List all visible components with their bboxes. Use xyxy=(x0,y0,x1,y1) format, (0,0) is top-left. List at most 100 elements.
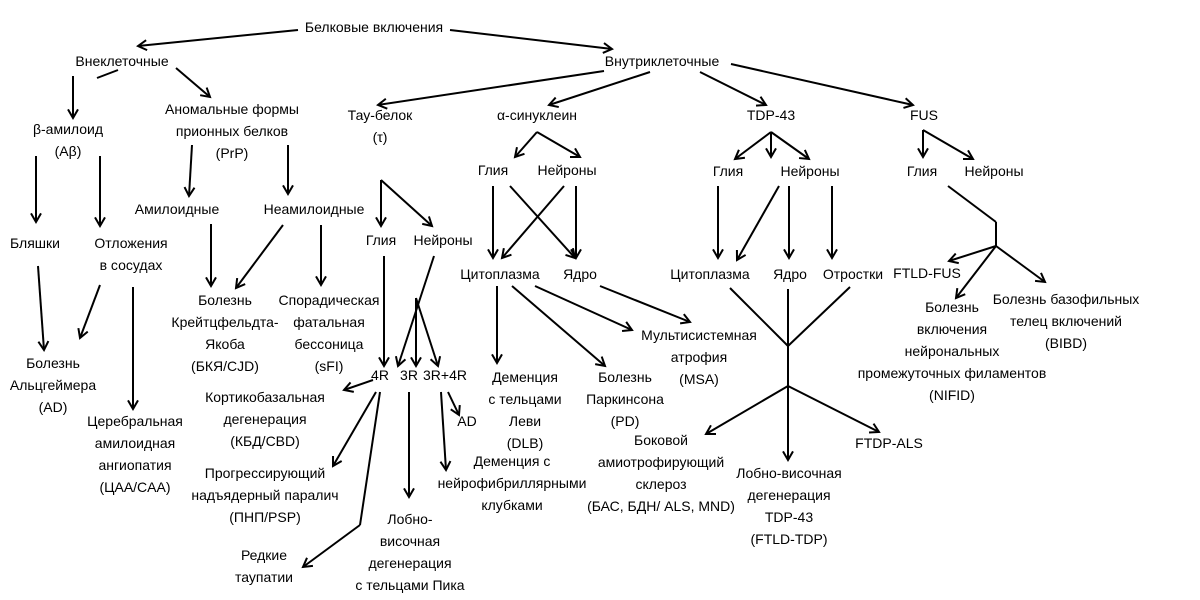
edge-arrowhead-47 xyxy=(712,248,724,260)
edge-arrowhead-38 xyxy=(450,404,461,417)
edge-line-34 xyxy=(359,391,381,526)
edge-line-37 xyxy=(440,391,447,471)
edge-line-14 xyxy=(380,179,433,227)
node-tdp-neurites-line: Отростки xyxy=(823,266,883,282)
node-dlb-line: Леви xyxy=(509,413,541,429)
node-prion-line: (PrP) xyxy=(216,145,249,161)
node-msa-line: (MSA) xyxy=(679,371,719,387)
node-nifid-line: (NIFID) xyxy=(929,387,975,403)
node-fus-neurons: Нейроны xyxy=(964,163,1023,179)
edge-arrowhead-6 xyxy=(547,96,559,109)
node-fus-glia: Глия xyxy=(907,163,937,179)
node-msa-line: атрофия xyxy=(671,349,727,365)
node-nifid-line: нейрональных xyxy=(905,343,1000,359)
node-tau: Тау-белок (τ) xyxy=(348,107,414,145)
node-tau-line: Тау-белок xyxy=(348,107,414,123)
node-msa-line: Мультисистемная xyxy=(641,327,757,343)
edge-line-11 xyxy=(188,144,193,197)
edge-line-26 xyxy=(235,224,284,289)
node-bibd-line: (BIBD) xyxy=(1045,335,1087,351)
edge-arrowhead-42 xyxy=(570,248,582,260)
node-asyn-cyto: Цитоплазма xyxy=(460,266,540,282)
edge-arrowhead-60 xyxy=(947,252,959,265)
node-tdp-line: TDP-43 xyxy=(747,107,795,123)
node-abeta-line: β-амилоид xyxy=(33,121,103,137)
node-nft-line: клубками xyxy=(481,497,542,513)
edge-arrowhead-27 xyxy=(315,275,327,287)
node-ad-main-line: Альцгеймера xyxy=(10,377,96,393)
node-asyn-neurons-line: Нейроны xyxy=(537,162,596,178)
node-ad-main-line: Болезнь xyxy=(26,355,80,371)
node-bibd-line: Болезнь базофильных xyxy=(993,291,1140,307)
node-rare-line: таупатии xyxy=(235,569,293,585)
node-pd-line: Болезнь xyxy=(598,369,652,385)
edge-arrowhead-57 xyxy=(868,423,881,434)
edge-line-33 xyxy=(332,391,377,467)
node-caa-line: Церебральная xyxy=(87,413,183,429)
node-sfi-line: фатальная xyxy=(293,314,365,330)
edge-arrowhead-50 xyxy=(826,248,838,260)
node-nonamyloid: Неамилоидные xyxy=(264,201,365,217)
node-pd-line: Паркинсона xyxy=(586,391,664,407)
node-root-line: Белковые включения xyxy=(305,19,443,35)
node-amyloid: Амилоидные xyxy=(135,201,220,217)
edge-arrowhead-4 xyxy=(199,87,212,99)
edge-arrowhead-56 xyxy=(782,450,794,462)
node-cjd-line: Якоба xyxy=(205,336,245,352)
node-tdp-cyto: Цитоплазма xyxy=(670,266,750,282)
edge-line-22 xyxy=(37,265,45,351)
node-tau-line: (τ) xyxy=(373,129,388,145)
edge-arrowhead-62 xyxy=(1034,272,1047,284)
edge-line-45 xyxy=(534,285,633,331)
node-tdp-nucleus-line: Ядро xyxy=(773,266,807,282)
node-rare-line: Редкие xyxy=(241,547,287,563)
node-caa-line: ангиопатия xyxy=(98,457,171,473)
edge-arrowhead-1 xyxy=(602,42,614,54)
edge-line-21 xyxy=(922,129,974,160)
edge-line-61 xyxy=(955,245,997,299)
node-plaques-line: Бляшки xyxy=(10,235,60,251)
node-caa-line: амилоидная xyxy=(95,435,175,451)
node-fus: FUS xyxy=(910,107,938,123)
edge-line-4 xyxy=(175,67,211,98)
edge-line-15 xyxy=(514,131,538,158)
node-nifid-line: промежуточных филаментов xyxy=(858,365,1047,381)
node-dlb-line: Деменция xyxy=(492,369,558,385)
node-prion-line: Аномальные формы xyxy=(165,101,299,117)
node-tdp: TDP-43 xyxy=(747,107,795,123)
node-rare: Редкие таупатии xyxy=(235,547,293,585)
node-r34-line: 3R+4R xyxy=(423,367,467,383)
edge-arrowhead-22 xyxy=(37,340,50,352)
edge-arrowhead-11 xyxy=(183,186,196,198)
node-nft-line: нейрофибриллярными xyxy=(438,475,587,491)
node-prion-line: прионных белков xyxy=(176,123,288,139)
node-cjd-line: Болезнь xyxy=(198,292,252,308)
node-cjd-line: Крейтцфельдта- xyxy=(171,314,278,330)
node-nifid-line: Болезнь xyxy=(925,299,979,315)
edge-line-23 xyxy=(79,284,101,339)
edge-arrowhead-12 xyxy=(282,184,294,196)
edge-line-44 xyxy=(511,285,606,367)
edge-arrowhead-14 xyxy=(422,216,434,228)
edge-arrowhead-23 xyxy=(77,327,89,340)
node-ftld-fus: FTLD-FUS xyxy=(893,265,961,281)
edge-arrowhead-29 xyxy=(394,356,407,368)
node-ftld-tdp-line: (FTLD-TDP) xyxy=(751,531,828,547)
node-dlb-line: с тельцами xyxy=(488,391,561,407)
node-psp-line: Прогрессирующий xyxy=(205,465,325,481)
node-ftdp-als: FTDP-ALS xyxy=(855,435,923,451)
edge-arrowhead-5 xyxy=(376,97,388,110)
node-intra: Внутриклеточные xyxy=(605,53,720,69)
edge-arrowhead-35 xyxy=(301,557,314,569)
edge-arrowhead-3 xyxy=(67,108,79,121)
node-tdp-neurons-line: Нейроны xyxy=(780,163,839,179)
edge-line-35 xyxy=(302,524,361,568)
edge-line-8 xyxy=(730,63,914,106)
